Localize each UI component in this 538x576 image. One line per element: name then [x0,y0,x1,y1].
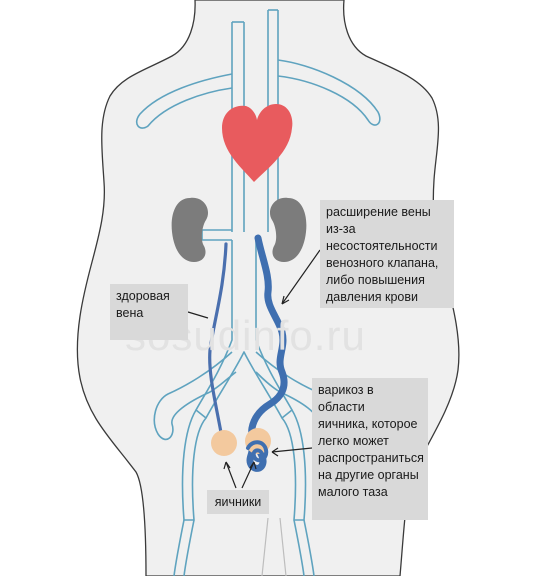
ovary-varicose-coil [246,440,269,463]
kidney-right-icon [269,197,307,262]
healthy-vein [208,242,228,440]
kidney-left-icon [171,197,209,262]
label-ovarian-varicose: варикоз в области яичника, которое легко… [312,378,428,520]
leg-separation [261,517,287,576]
leader-lines [187,249,321,489]
label-healthy-vein: здоровая вена [110,284,188,340]
dilated-vein [246,234,288,472]
label-vein-dilation: расширение вены из-за несостоятельности … [320,200,454,308]
ovary-left-icon [211,430,237,456]
heart-icon [222,104,293,182]
label-ovaries: яичники [207,490,269,514]
